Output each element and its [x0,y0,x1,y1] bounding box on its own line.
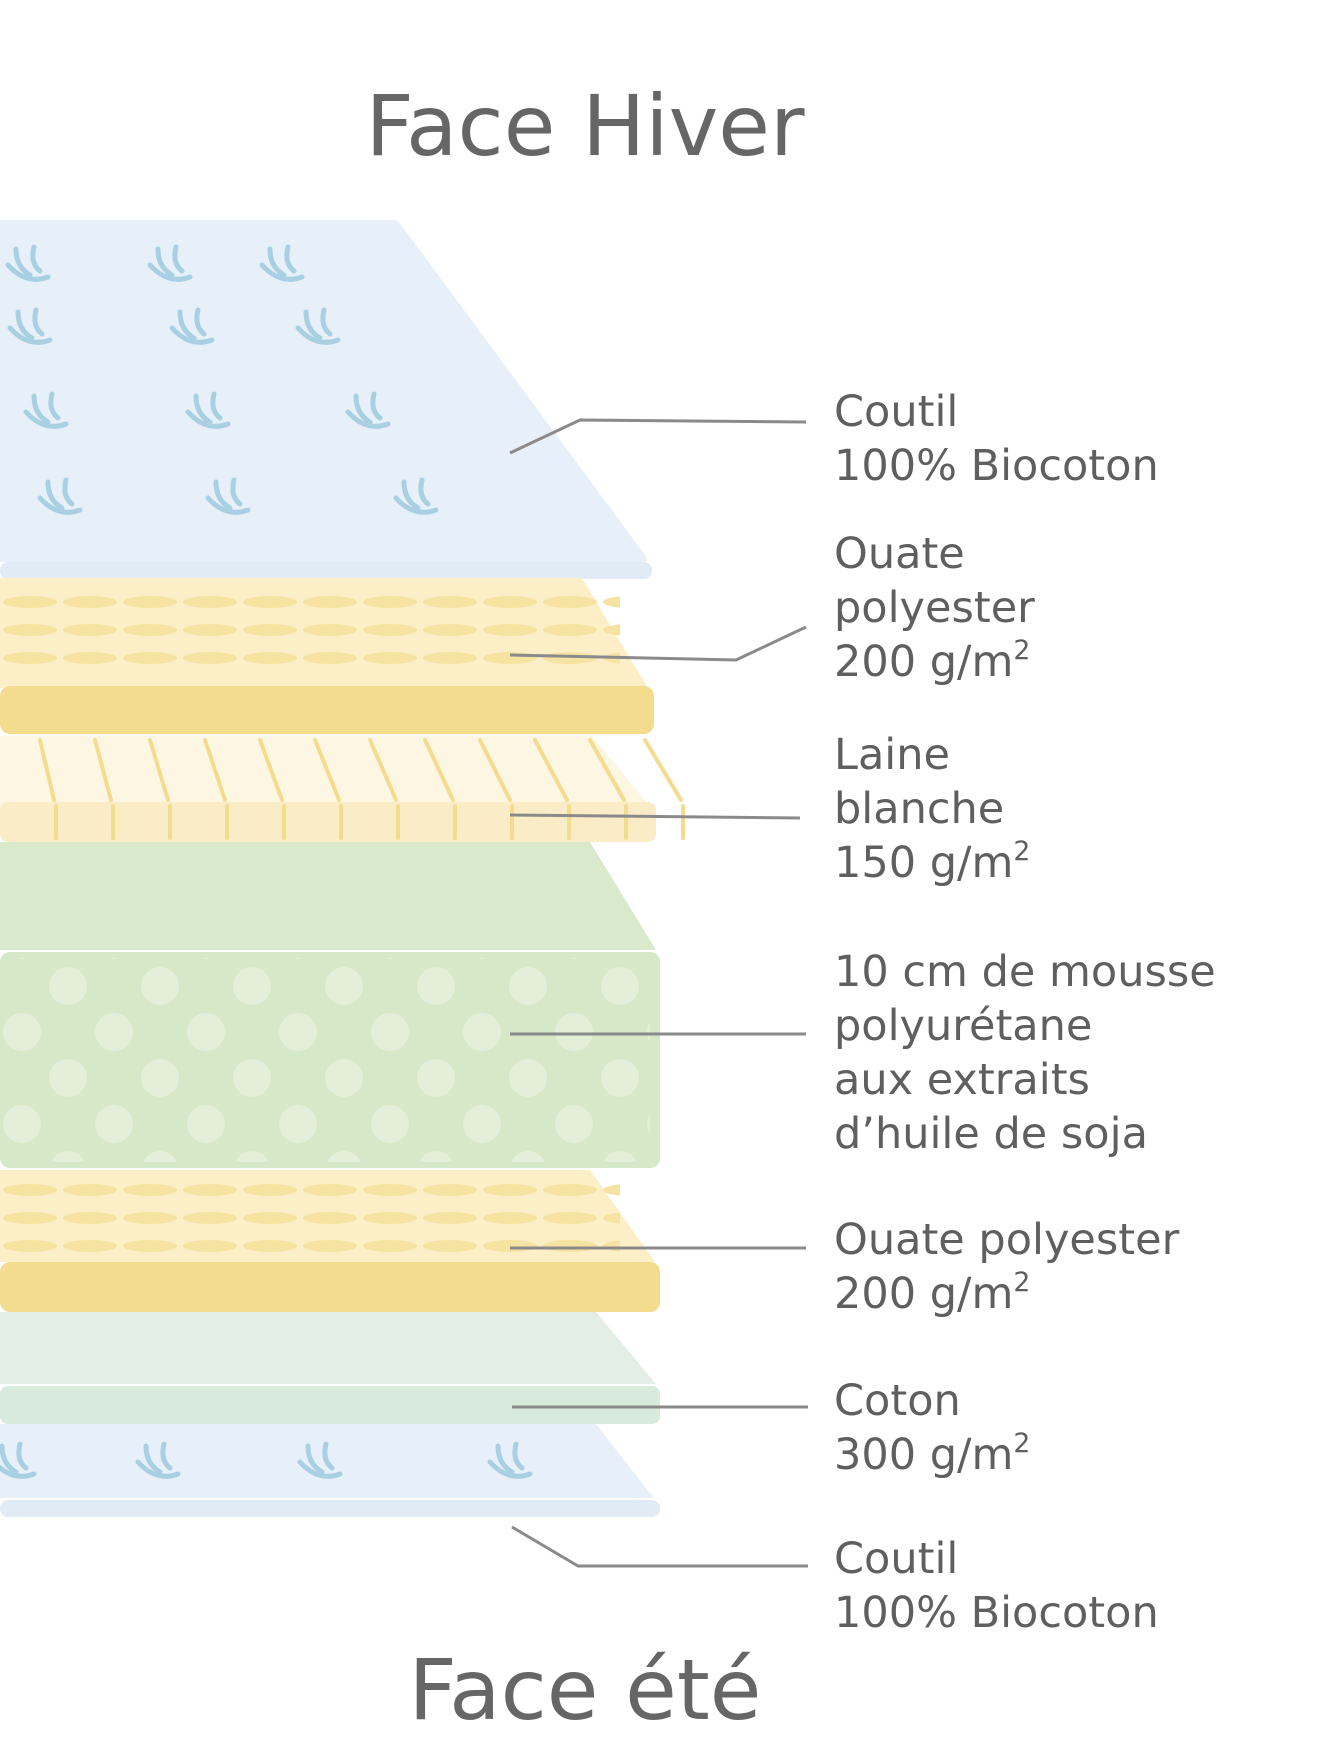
swirl-pattern-mark [23,391,69,429]
swirl-pattern-mark [487,1441,533,1479]
layer-mousse [0,842,660,1168]
layer-coutil-top [0,220,652,579]
leader-line-coutil-bottom [511,1525,808,1568]
laine-stripe [643,738,683,802]
laine-stripe [148,738,170,802]
layer-laine [0,736,685,842]
label-line: 100% Biocoton [834,1588,1159,1638]
swirl-pattern-mark [7,307,53,345]
unit-superscript: 2 [1013,1428,1031,1460]
swirl-pattern-mark [169,307,215,345]
swirl-pattern-mark [0,1441,37,1479]
label-line: Ouate polyester [834,1215,1180,1265]
label-line: Ouate [834,529,965,579]
label-line: Coutil [834,1534,959,1584]
label-line: 100% Biocoton [834,441,1159,491]
label-coutil-bottom: Coutil 100% Biocoton [834,1532,1159,1640]
unit-superscript: 2 [1013,635,1031,667]
label-coton: Coton 300 g/m2 [834,1374,1030,1482]
label-line: 200 g/m [834,637,1014,687]
label-line: Laine [834,730,950,780]
laine-stripe [258,738,284,802]
laine-stripe [203,738,227,802]
label-line: 200 g/m [834,1269,1014,1319]
layer-ouate-bottom [0,1170,660,1312]
laine-stripe [368,738,398,802]
unit-superscript: 2 [1013,836,1031,868]
label-coutil-top: Coutil 100% Biocoton [834,385,1159,493]
label-laine: Laine blanche 150 g/m2 [834,728,1030,890]
label-line: polyurétane [834,1001,1093,1051]
swirl-pattern-mark [5,244,51,282]
label-line: 150 g/m [834,838,1014,888]
laine-stripe [93,738,113,802]
laine-stripe [478,738,512,802]
label-line-with-unit: 200 g/m2 [834,635,1035,689]
swirl-pattern-mark [393,477,439,515]
leader-line-coutil-top [509,418,807,455]
laine-stripe [313,738,341,802]
laine-stripe [423,738,455,802]
label-line-with-unit: 150 g/m2 [834,836,1030,890]
label-line: d’huile de soja [834,1109,1148,1159]
label-line: Coutil [834,387,959,437]
swirl-pattern-mark [345,391,391,429]
label-line-with-unit: 300 g/m2 [834,1428,1030,1482]
laine-stripe [588,738,626,802]
label-ouate-bottom: Ouate polyester 200 g/m2 [834,1213,1179,1321]
leader-line-laine [509,813,801,820]
laine-stripe [38,738,56,802]
swirl-pattern-mark [297,1441,343,1479]
unit-superscript: 2 [1013,1267,1031,1299]
swirl-pattern-mark [295,307,341,345]
label-mousse: 10 cm de mousse polyurétane aux extraits… [834,945,1216,1161]
label-line: polyester [834,583,1035,633]
label-line-with-unit: 200 g/m2 [834,1267,1179,1321]
label-line: Coton [834,1376,961,1426]
label-line: blanche [834,784,1005,834]
label-ouate-top: Ouate polyester 200 g/m2 [834,527,1035,689]
title-face-hiver: Face Hiver [365,77,805,175]
swirl-pattern-mark [185,391,231,429]
title-face-ete: Face été [408,1641,762,1739]
laine-stripe [533,738,569,802]
label-line: 300 g/m [834,1430,1014,1480]
swirl-pattern-mark [259,244,305,282]
swirl-pattern-mark [147,244,193,282]
swirl-pattern-mark [135,1441,181,1479]
swirl-pattern-mark [205,477,251,515]
swirl-pattern-mark [37,477,83,515]
layer-ouate-top [0,578,654,734]
layer-coton [0,1312,660,1424]
label-line: 10 cm de mousse [834,947,1216,997]
label-line: aux extraits [834,1055,1090,1105]
leader-line-ouate-top [509,625,807,662]
layer-coutil-bottom [0,1424,660,1517]
